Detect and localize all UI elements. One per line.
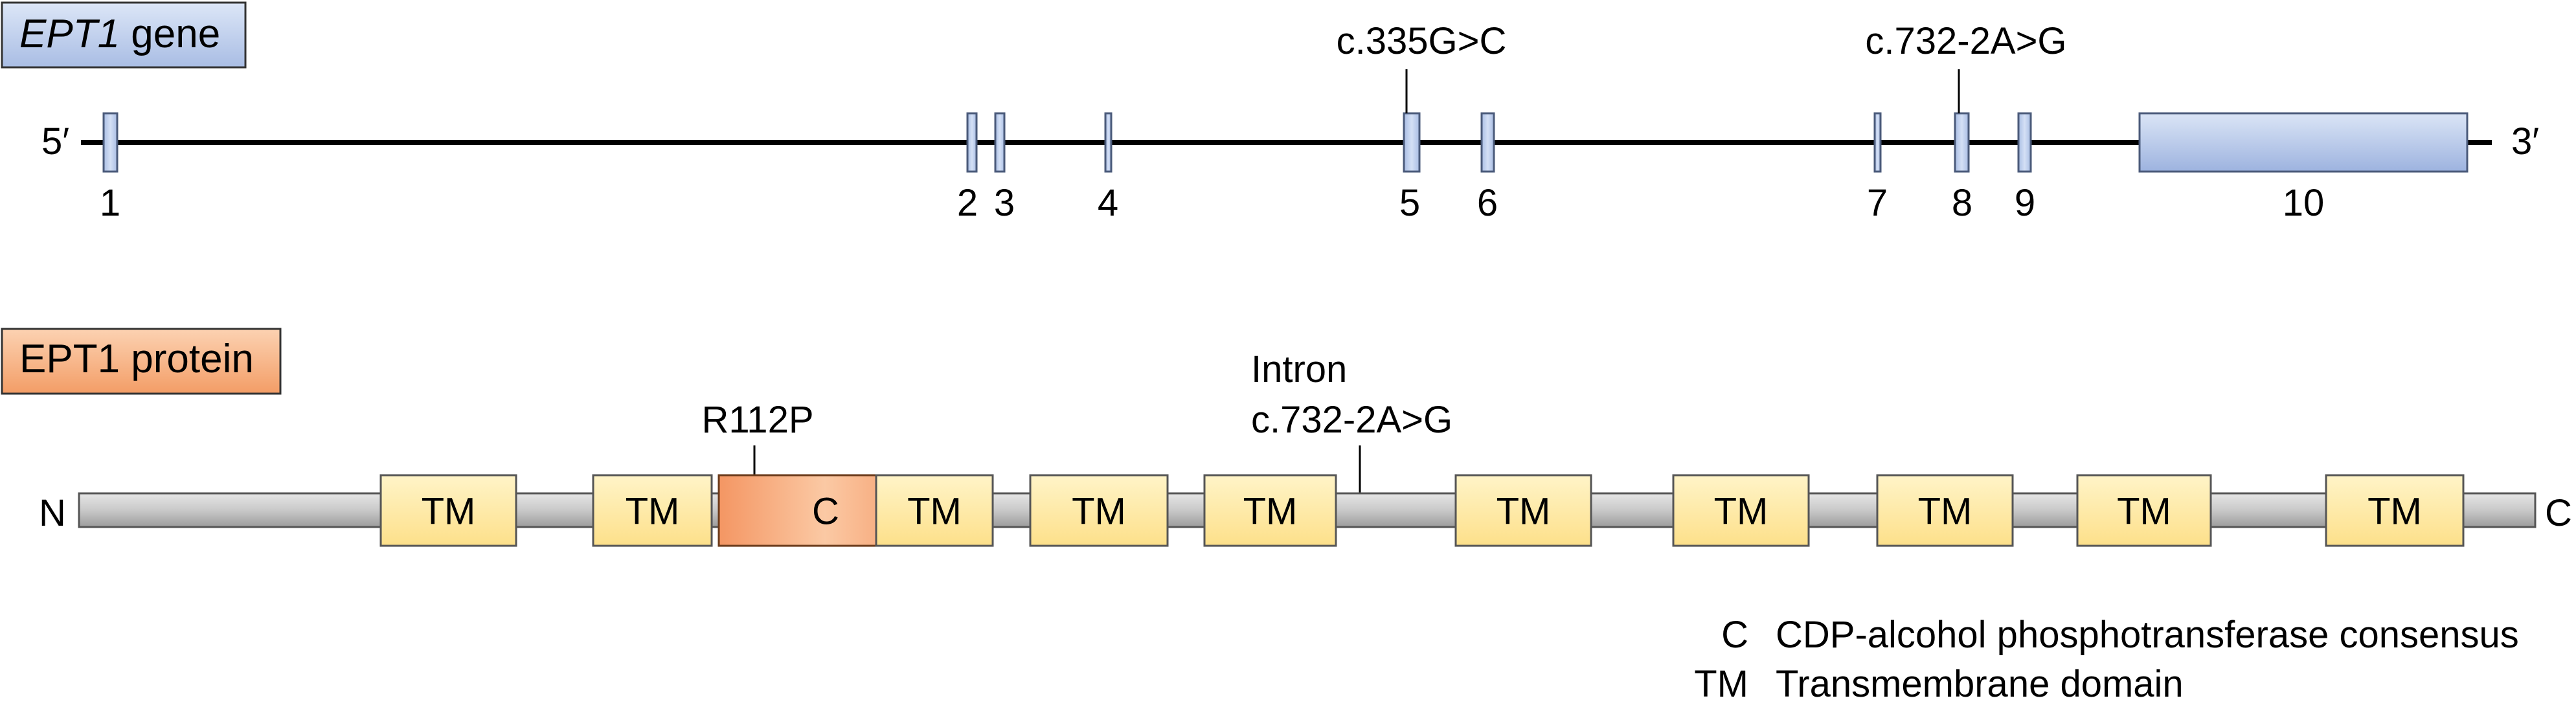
c-domain-label: C [812, 491, 839, 533]
intron-label: Intron [1251, 348, 1347, 390]
protein-section: EPT1 protein R112P Intron c.732-2A>G N C… [1, 328, 2572, 547]
exon-3-box [994, 112, 1006, 173]
tm-domain [2076, 474, 2212, 547]
tm-domain-label: TM [907, 491, 962, 533]
tm-domain-label: TM [1497, 491, 1551, 533]
exon-6-box [1480, 112, 1495, 173]
exon-5-label: 5 [1399, 182, 1420, 224]
exon-9-box [2017, 112, 2032, 173]
n-terminus-label: N [39, 492, 66, 534]
protein-title: EPT1 protein [19, 337, 254, 381]
legend-c-desc: CDP-alcohol phosphotransferase consensus [1776, 614, 2519, 656]
exon-7-box [1873, 112, 1882, 173]
protein-title-box [1, 328, 282, 395]
tm-domain-label: TM [2117, 491, 2171, 533]
exon-4-box [1104, 112, 1113, 173]
gene-title-box [1, 1, 247, 69]
intron-mutation-label: c.732-2A>G [1251, 399, 1452, 441]
exon-8-label: 8 [1952, 182, 1972, 224]
three-prime-label: 3′ [2511, 120, 2539, 163]
exon-6-label: 6 [1477, 182, 1498, 224]
exon-10-box [2138, 112, 2469, 173]
tm-domain-label: TM [1714, 491, 1768, 533]
tm-domain [1672, 474, 1810, 547]
gene-section: EPT1 gene 5′ 3′ 1 2 3 4 5 6 7 8 9 10 c.3… [1, 1, 2539, 224]
mutation-c732-gene-label: c.732-2A>G [1865, 20, 2066, 62]
tm-domain [2325, 474, 2465, 547]
tm-domain-label: TM [422, 491, 476, 533]
tm-domains: TM TM C TM TM TM TM TM TM TM TM [379, 474, 2465, 547]
legend-tm-desc: Transmembrane domain [1776, 663, 2184, 705]
exon-5-box [1403, 112, 1421, 173]
tm-domain [592, 474, 713, 547]
gene-title-italic: EPT1 [19, 12, 120, 56]
exon-4-label: 4 [1098, 182, 1118, 224]
exon-2-box [966, 112, 978, 173]
tm-domain [1454, 474, 1592, 547]
legend-c-abbr: C [1721, 614, 1748, 656]
tm-domain [379, 474, 517, 547]
gene-title: EPT1 gene [19, 12, 220, 56]
legend: C CDP-alcohol phosphotransferase consens… [1694, 614, 2519, 705]
r112p-label: R112P [701, 399, 813, 441]
tm-domain [875, 474, 994, 547]
mutation-c335-label: c.335G>C [1337, 20, 1507, 62]
legend-tm-abbr: TM [1694, 663, 1748, 705]
exon-3-label: 3 [994, 182, 1015, 224]
tm-domain-label: TM [626, 491, 680, 533]
tm-domain-label: TM [1243, 491, 1298, 533]
c-terminus-label: C [2545, 492, 2572, 534]
tm-domain [1029, 474, 1169, 547]
exon-1-label: 1 [100, 182, 120, 224]
tm-domain [1203, 474, 1337, 547]
tm-domain-label: TM [1072, 491, 1126, 533]
exon-9-label: 9 [2015, 182, 2035, 224]
exon-1-box [102, 112, 119, 173]
exon-7-label: 7 [1867, 182, 1888, 224]
exon-8-box [1954, 112, 1970, 173]
tm-domain-label: TM [2367, 491, 2422, 533]
exon-10-label: 10 [2283, 182, 2325, 224]
exon-2-label: 2 [957, 182, 978, 224]
tm-domain-label: TM [1918, 491, 1972, 533]
gene-title-rest: gene [120, 12, 220, 56]
tm-domain [1876, 474, 2014, 547]
five-prime-label: 5′ [41, 120, 69, 163]
